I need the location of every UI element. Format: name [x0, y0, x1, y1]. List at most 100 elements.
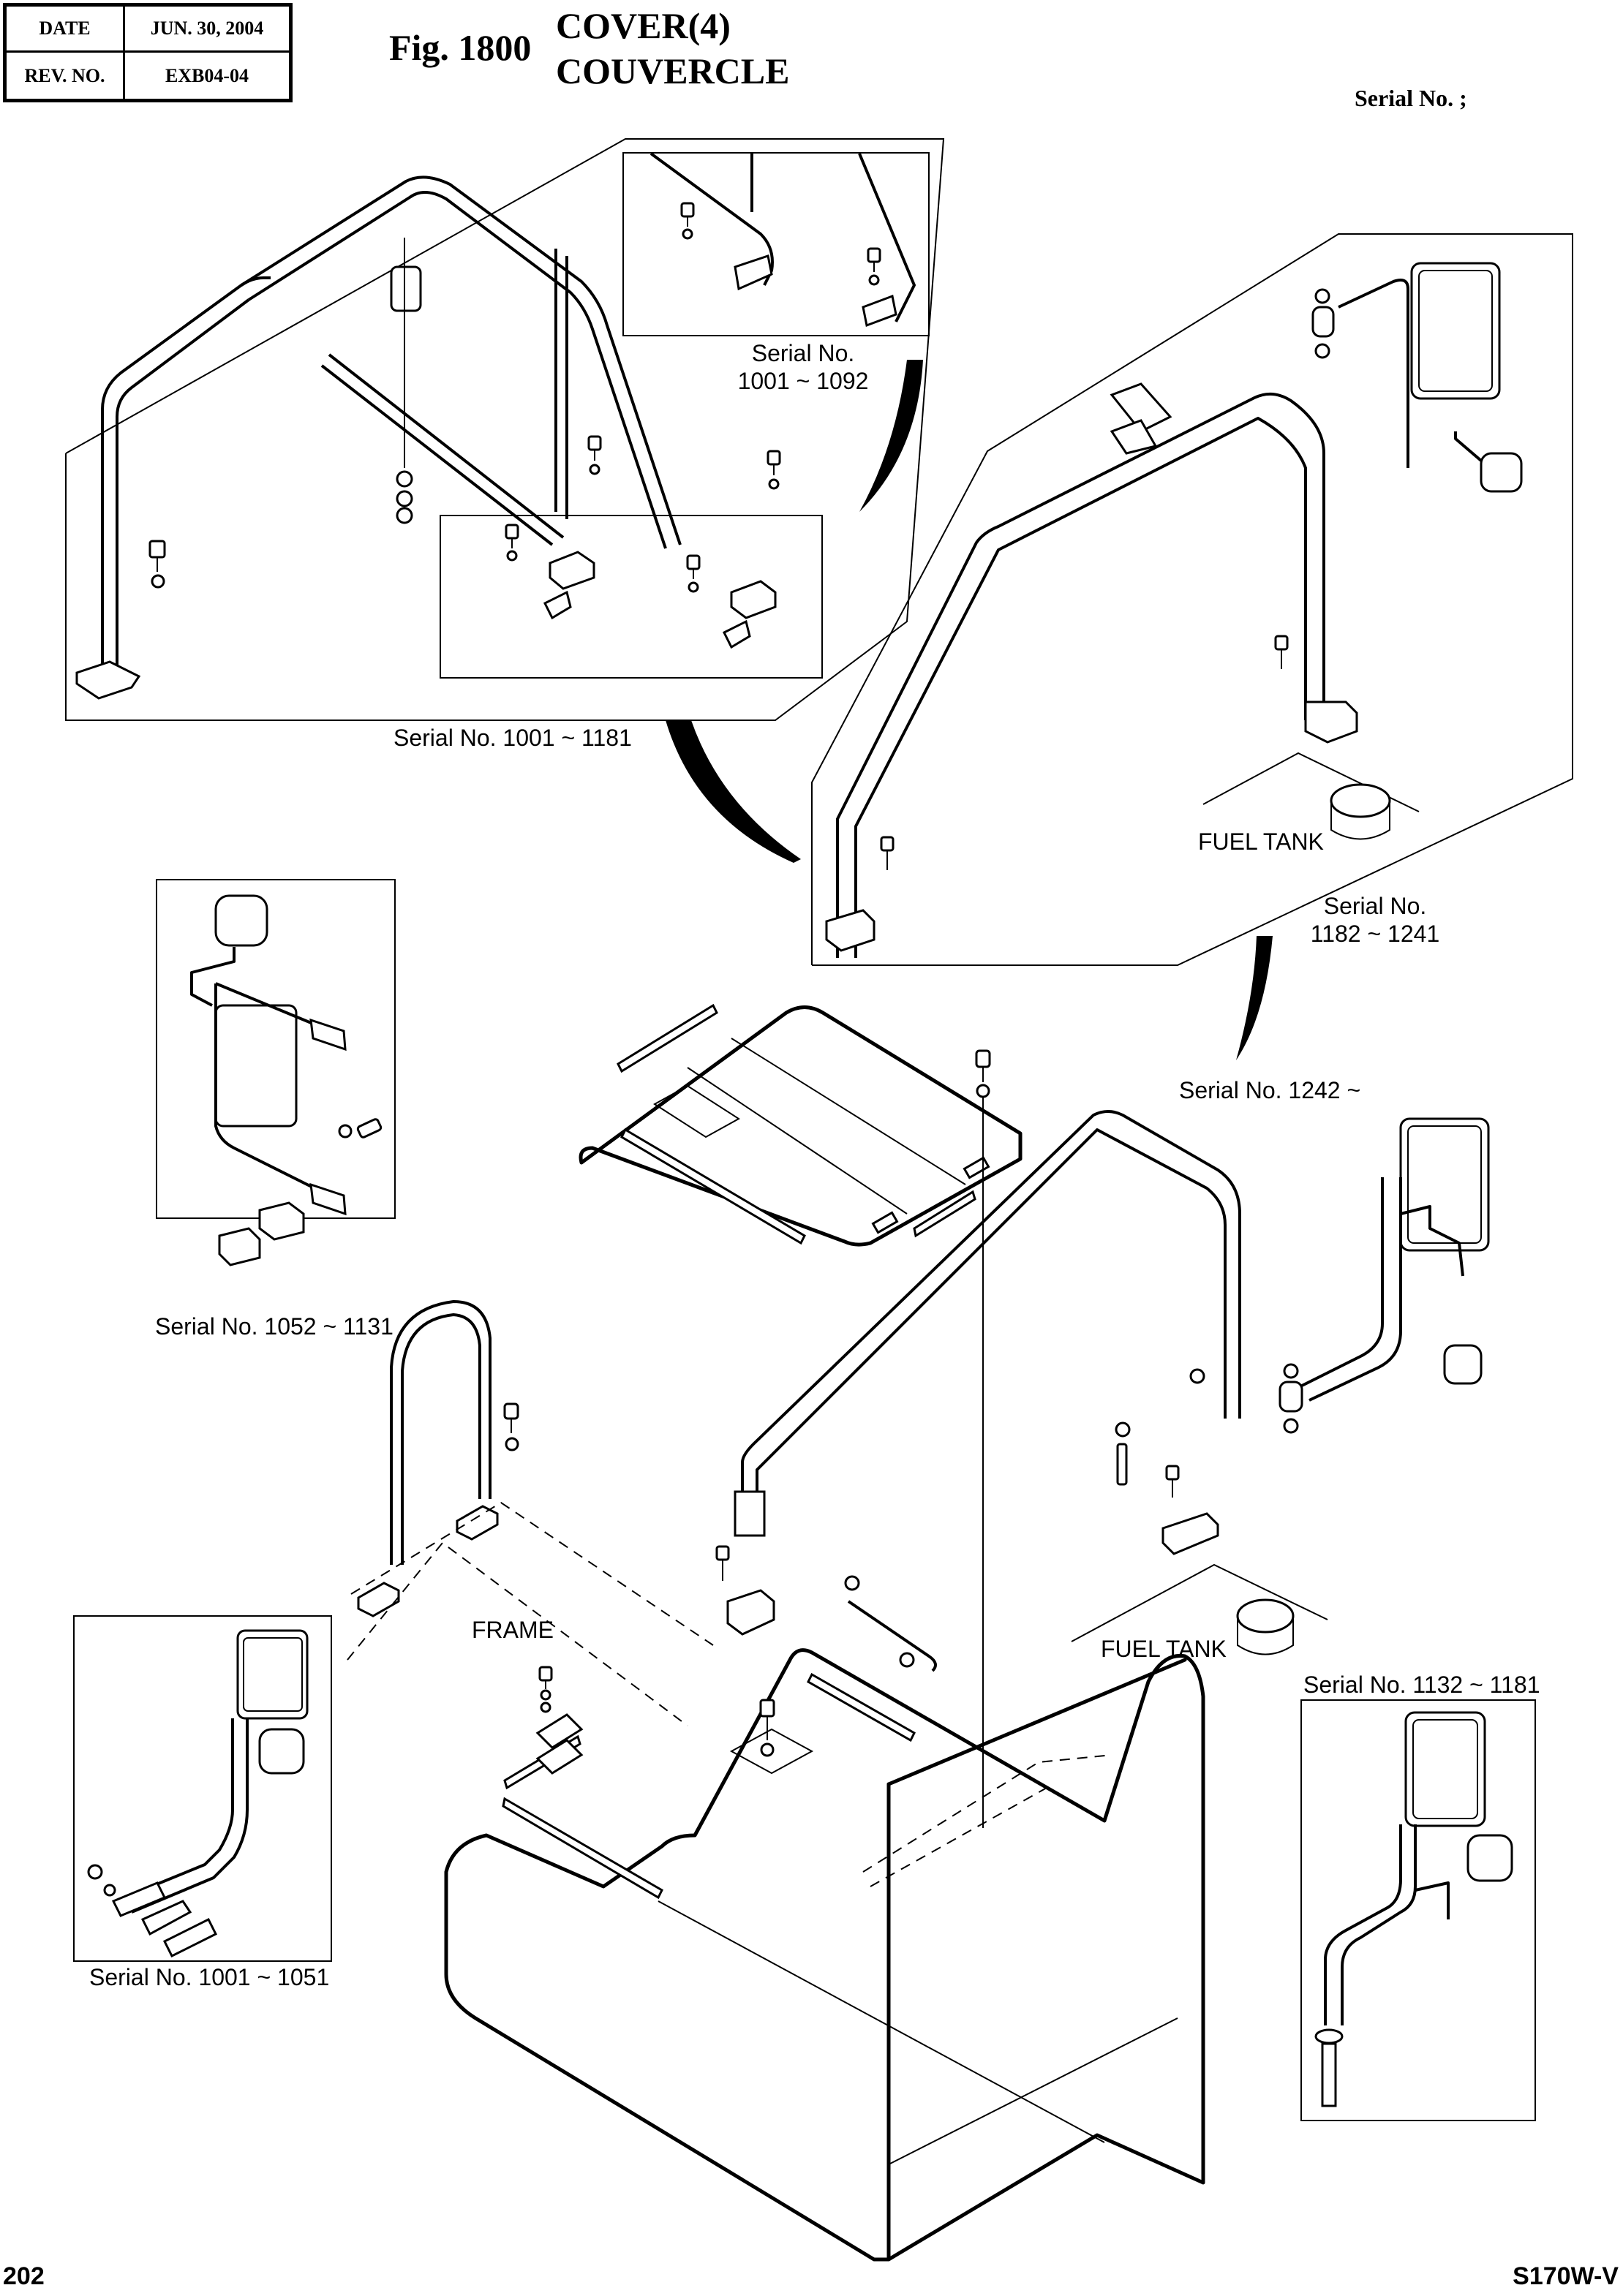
hidden-edge: [870, 1783, 1054, 1887]
mirror-small: [258, 1728, 305, 1775]
washer-icon: [1283, 1418, 1299, 1434]
revision-table: DATE JUN. 30, 2004 REV. NO. EXB04-04: [3, 3, 293, 102]
cover-rib: [731, 1038, 966, 1185]
latch-clip: [871, 1211, 899, 1234]
bolt-icon: [975, 1049, 991, 1098]
bolt-icon: [538, 1666, 553, 1713]
seal-strip: [913, 1190, 976, 1238]
title-en: COVER(4): [556, 5, 731, 46]
mirror-arm: [1341, 1824, 1417, 2025]
washer-icon: [844, 1575, 860, 1591]
foot-plate: [456, 1505, 499, 1541]
shim-plate: [535, 1739, 584, 1775]
inset-border: [1300, 1699, 1536, 2121]
washer-icon: [1283, 1363, 1299, 1379]
mirror-arm: [1324, 1824, 1402, 2025]
cover-outline: [579, 1005, 1023, 1247]
handrail-tube-inner: [756, 1128, 1227, 1517]
foot-bracket: [1161, 1512, 1219, 1555]
seal-strip: [502, 1797, 663, 1900]
cross-bar-2: [328, 353, 565, 539]
inset-mirror-1001: [73, 1615, 332, 1962]
mirror-arm: [1301, 1177, 1384, 1387]
handrail-tube: [101, 276, 271, 673]
bolt-icon: [1165, 1465, 1180, 1498]
nut-icon: [1189, 1368, 1205, 1384]
seal-strip: [807, 1672, 916, 1742]
page-number: 202: [3, 2262, 45, 2290]
bolt-icon: [686, 554, 701, 593]
foot-plate: [75, 660, 141, 700]
mirror-large: [236, 1629, 309, 1720]
clamp-block: [140, 1900, 192, 1936]
lug-plate: [734, 254, 773, 291]
figure-title: COVER(4) COUVERCLE: [556, 3, 789, 94]
fuel-tank-outline: [1071, 1563, 1328, 1642]
mirror-large: [1404, 1711, 1486, 1827]
bolt-icon: [87, 1864, 103, 1880]
rev-value: EXB04-04: [165, 64, 249, 86]
mount-plate: [309, 1018, 347, 1051]
tube-segment: [858, 153, 916, 322]
grab-handle-inner: [401, 1313, 481, 1565]
foot-plate: [1304, 700, 1358, 744]
figure-number: Fig. 1800: [389, 27, 532, 68]
bolt-icon: [1274, 635, 1289, 669]
post-sleeve: [734, 1490, 766, 1537]
title-fr: COUVERCLE: [556, 50, 790, 91]
bolt-icon: [867, 247, 881, 286]
bolt-icon: [587, 435, 602, 475]
clamp-lug: [543, 590, 572, 620]
mirror-small: [1466, 1834, 1513, 1882]
mount-bracket: [729, 1728, 814, 1775]
washer-icon: [396, 470, 413, 524]
mount-tab: [1110, 419, 1158, 455]
bolt-icon: [505, 524, 519, 562]
bolt-icon: [148, 540, 166, 589]
caption-serial-1242: Serial No. 1242 ~: [1179, 1077, 1361, 1103]
fuel-filler-neck: [1330, 783, 1391, 818]
inset-border: [811, 233, 1573, 966]
mirror-large: [214, 1004, 298, 1128]
inset-border: [73, 1615, 332, 1962]
mirror-arm: [190, 947, 236, 1007]
inset-mirror-1052: [156, 879, 396, 1266]
mirror-small: [1443, 1344, 1483, 1385]
pivot-collar: [1279, 1381, 1303, 1413]
mirror-arm: [131, 1718, 249, 1914]
shim-plate: [535, 1713, 584, 1749]
box-outline: [444, 1648, 1205, 2262]
inset-top-right-frame: [811, 233, 1573, 1060]
curved-arrow: [666, 720, 801, 863]
washer-icon: [899, 1652, 915, 1668]
mirror-arm: [1308, 1177, 1402, 1402]
lug-plate: [862, 294, 897, 328]
clamp-block: [218, 1227, 261, 1266]
caption-serial-1052-1131: Serial No. 1052 ~ 1131: [155, 1313, 393, 1340]
inset-top-left-sub: [622, 152, 930, 512]
cover-rib: [687, 1067, 908, 1215]
handrail-top: [247, 191, 667, 549]
mirror-large: [1410, 262, 1501, 400]
mount-plate: [111, 1881, 167, 1917]
handrail-tube: [836, 392, 1325, 958]
latch-clip: [963, 1156, 990, 1179]
hidden-edge: [862, 1754, 1112, 1873]
bolt-icon: [767, 450, 781, 490]
inset-border: [622, 152, 930, 336]
box-edge: [886, 1658, 1187, 1786]
inset-mirror-1132: [1300, 1699, 1536, 2121]
washer-icon: [103, 1884, 116, 1897]
handrail-tube-inner: [854, 417, 1307, 958]
bolt-icon: [1116, 1443, 1128, 1486]
seal-strip: [620, 1128, 806, 1245]
top-cover-panel: [579, 1003, 1023, 1828]
grab-handle: [390, 1300, 492, 1565]
handrail-tube: [741, 1110, 1241, 1517]
rev-label: REV. NO.: [7, 53, 125, 99]
mirror-small: [1480, 452, 1523, 493]
mirror-frame-tube: [214, 982, 323, 1193]
frame-label: FRAME: [472, 1617, 554, 1643]
mirror-large: [1399, 1117, 1490, 1252]
